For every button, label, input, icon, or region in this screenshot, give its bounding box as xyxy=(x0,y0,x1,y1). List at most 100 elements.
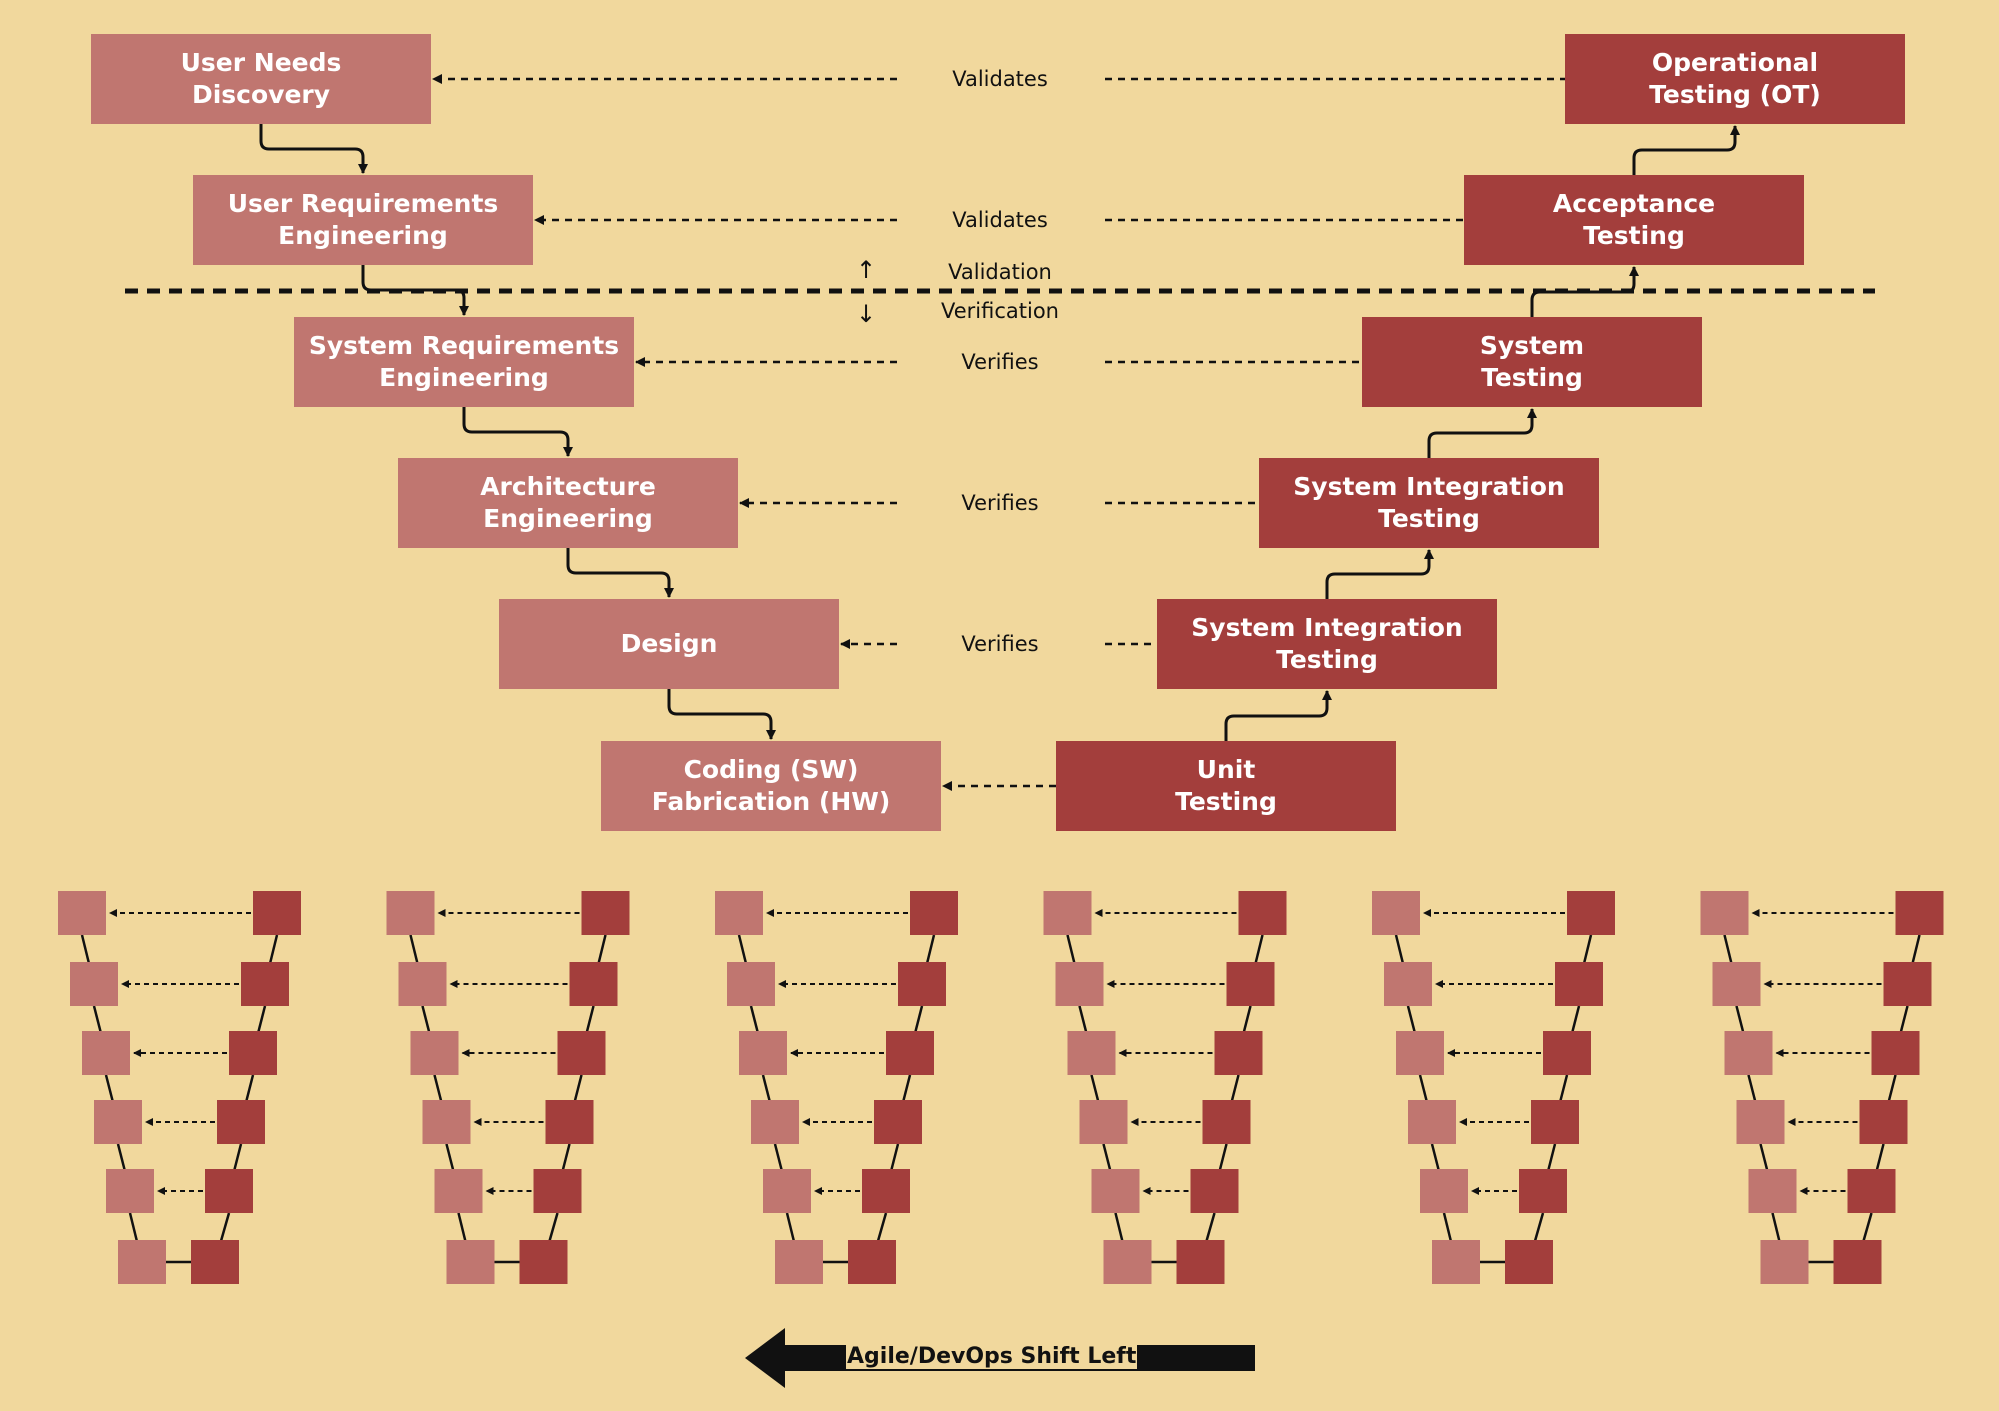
mini-dev-box xyxy=(715,891,763,935)
mini-dev-box xyxy=(1384,962,1432,1006)
test-stage-box: System Integration Testing xyxy=(1259,458,1599,548)
mini-test-box xyxy=(862,1169,910,1213)
dev-stage-box: Architecture Engineering xyxy=(398,458,738,548)
mini-test-box xyxy=(1202,1100,1251,1144)
dev-stage-box: User Requirements Engineering xyxy=(193,175,533,265)
test-stage-box: Acceptance Testing xyxy=(1464,175,1804,265)
link-label: Verifies xyxy=(961,350,1039,374)
flow-connector xyxy=(667,689,776,740)
mini-dev-box xyxy=(106,1169,154,1213)
mini-dev-box xyxy=(410,1031,459,1075)
validation-label: Validation xyxy=(948,260,1052,284)
mini-test-box xyxy=(533,1169,582,1213)
mini-dev-box xyxy=(1700,891,1749,935)
flow-connector xyxy=(1427,408,1537,458)
mini-dev-box xyxy=(1043,891,1092,935)
mini-test-box xyxy=(241,962,289,1006)
test-stage-box: System Integration Testing xyxy=(1157,599,1497,689)
test-stage-box: Unit Testing xyxy=(1056,741,1396,831)
shift-left-label: Agile/DevOps Shift Left xyxy=(846,1344,1138,1369)
mini-test-box xyxy=(191,1240,239,1284)
dev-stage-box: User Needs Discovery xyxy=(91,34,431,124)
mini-test-box xyxy=(1567,891,1615,935)
mini-test-box xyxy=(1555,962,1603,1006)
mini-dev-box xyxy=(1067,1031,1116,1075)
flow-connector xyxy=(566,548,674,598)
mini-dev-box xyxy=(739,1031,787,1075)
mini-dev-box xyxy=(1055,962,1104,1006)
flow-connector xyxy=(462,407,573,457)
mini-dev-box xyxy=(118,1240,166,1284)
dev-stage-box: System Requirements Engineering xyxy=(294,317,634,407)
mini-test-box xyxy=(229,1031,277,1075)
mini-test-box xyxy=(253,891,301,935)
flow-connector xyxy=(1325,549,1434,599)
mini-test-box xyxy=(1214,1031,1263,1075)
test-stage-box: System Testing xyxy=(1362,317,1702,407)
mini-dev-box xyxy=(1396,1031,1444,1075)
mini-dev-box xyxy=(422,1100,471,1144)
mini-test-box xyxy=(1543,1031,1591,1075)
mini-test-box xyxy=(1519,1169,1567,1213)
mini-test-box xyxy=(1859,1100,1908,1144)
flow-connector xyxy=(1632,125,1740,175)
mini-dev-box xyxy=(446,1240,495,1284)
mini-test-box xyxy=(1833,1240,1882,1284)
mini-test-box xyxy=(886,1031,934,1075)
mini-dev-box xyxy=(1748,1169,1797,1213)
mini-test-box xyxy=(519,1240,568,1284)
mini-dev-box xyxy=(94,1100,142,1144)
mini-test-box xyxy=(1190,1169,1239,1213)
mini-dev-box xyxy=(398,962,447,1006)
mini-test-box xyxy=(1531,1100,1579,1144)
mini-test-box xyxy=(910,891,958,935)
dev-stage-box: Design xyxy=(499,599,839,689)
down-arrow-icon: ↓ xyxy=(855,300,877,328)
mini-dev-box xyxy=(1079,1100,1128,1144)
mini-test-box xyxy=(1883,962,1932,1006)
mini-test-box xyxy=(205,1169,253,1213)
mini-dev-box xyxy=(1091,1169,1140,1213)
mini-test-box xyxy=(848,1240,896,1284)
mini-test-box xyxy=(1176,1240,1225,1284)
link-label: Verifies xyxy=(961,632,1039,656)
mini-dev-box xyxy=(386,891,435,935)
mini-test-box xyxy=(545,1100,594,1144)
test-stage-box: Operational Testing (OT) xyxy=(1565,34,1905,124)
mini-dev-box xyxy=(775,1240,823,1284)
mini-dev-box xyxy=(1103,1240,1152,1284)
mini-dev-box xyxy=(727,962,775,1006)
mini-dev-box xyxy=(434,1169,483,1213)
verification-label: Verification xyxy=(941,299,1059,323)
mini-dev-box xyxy=(58,891,106,935)
mini-test-box xyxy=(1238,891,1287,935)
mini-test-box xyxy=(1895,891,1944,935)
mini-dev-box xyxy=(82,1031,130,1075)
mini-dev-box xyxy=(1432,1240,1480,1284)
flow-connector xyxy=(1224,690,1332,741)
flow-connector xyxy=(259,124,368,174)
mini-dev-box xyxy=(1408,1100,1456,1144)
mini-test-box xyxy=(1505,1240,1553,1284)
mini-dev-box xyxy=(1712,962,1761,1006)
dev-stage-box: Coding (SW) Fabrication (HW) xyxy=(601,741,941,831)
mini-dev-box xyxy=(1724,1031,1773,1075)
mini-test-box xyxy=(1871,1031,1920,1075)
mini-dev-box xyxy=(1420,1169,1468,1213)
mini-dev-box xyxy=(1760,1240,1809,1284)
mini-dev-box xyxy=(70,962,118,1006)
link-label: Verifies xyxy=(961,491,1039,515)
up-arrow-icon: ↑ xyxy=(855,256,877,284)
mini-dev-box xyxy=(763,1169,811,1213)
mini-test-box xyxy=(874,1100,922,1144)
mini-dev-box xyxy=(1372,891,1420,935)
mini-test-box xyxy=(569,962,618,1006)
mini-test-box xyxy=(581,891,630,935)
mini-test-box xyxy=(217,1100,265,1144)
link-label: Validates xyxy=(952,208,1048,232)
mini-dev-box xyxy=(1736,1100,1785,1144)
link-label: Validates xyxy=(952,67,1048,91)
mini-test-box xyxy=(898,962,946,1006)
